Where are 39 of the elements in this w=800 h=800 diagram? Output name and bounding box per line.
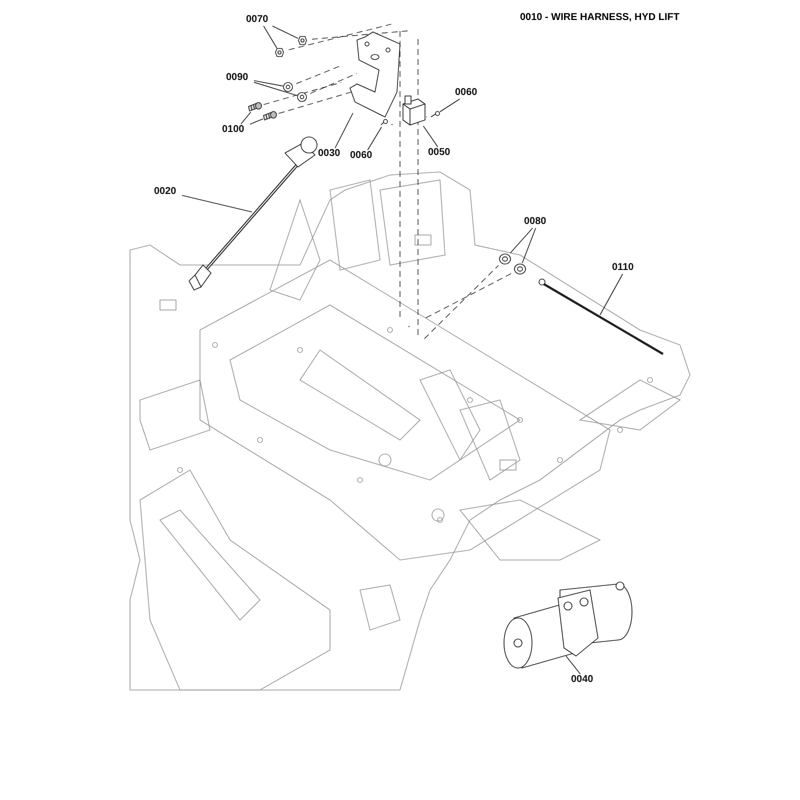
leader-line	[263, 26, 278, 48]
leader-line	[522, 228, 536, 264]
callout-number: 0070	[246, 14, 274, 26]
callout-number: 0110	[612, 262, 640, 274]
leader-line	[440, 98, 460, 112]
leader-line	[254, 80, 284, 86]
leader-line	[272, 26, 298, 39]
bolt-drawing	[263, 111, 277, 121]
callout-number: 0060	[455, 87, 483, 99]
nut-drawing	[275, 48, 284, 57]
washer-drawing	[297, 92, 307, 102]
callout-number: 0100	[222, 124, 250, 136]
leader-line	[250, 118, 264, 125]
leader-line	[334, 112, 354, 148]
leader-line	[600, 274, 624, 316]
nut-drawing	[298, 36, 307, 45]
grommet-drawing	[499, 253, 511, 265]
leader-line	[367, 126, 382, 150]
callout-number: 0050	[428, 147, 456, 159]
callout-number: 0060	[350, 150, 378, 162]
leader-line	[566, 656, 581, 674]
leader-line	[254, 82, 298, 96]
leader-line	[422, 126, 438, 148]
relay-drawing	[400, 96, 426, 126]
screw-drawing	[430, 111, 440, 119]
leader-line	[240, 112, 252, 124]
rod-drawing	[538, 278, 666, 358]
screw-drawing	[380, 119, 388, 127]
callout-number: 0020	[154, 186, 182, 198]
callout-number: 0080	[524, 216, 552, 228]
leader-line	[510, 228, 534, 254]
callout-number: 0090	[226, 72, 254, 84]
bolt-drawing	[248, 102, 262, 112]
washer-drawing	[283, 82, 293, 92]
callout-number: 0030	[318, 148, 346, 160]
leader-line	[182, 194, 252, 212]
diagram-title: 0010 - WIRE HARNESS, HYD LIFT	[520, 12, 680, 23]
callout-number: 0040	[571, 674, 599, 686]
grommet-drawing	[514, 263, 526, 275]
